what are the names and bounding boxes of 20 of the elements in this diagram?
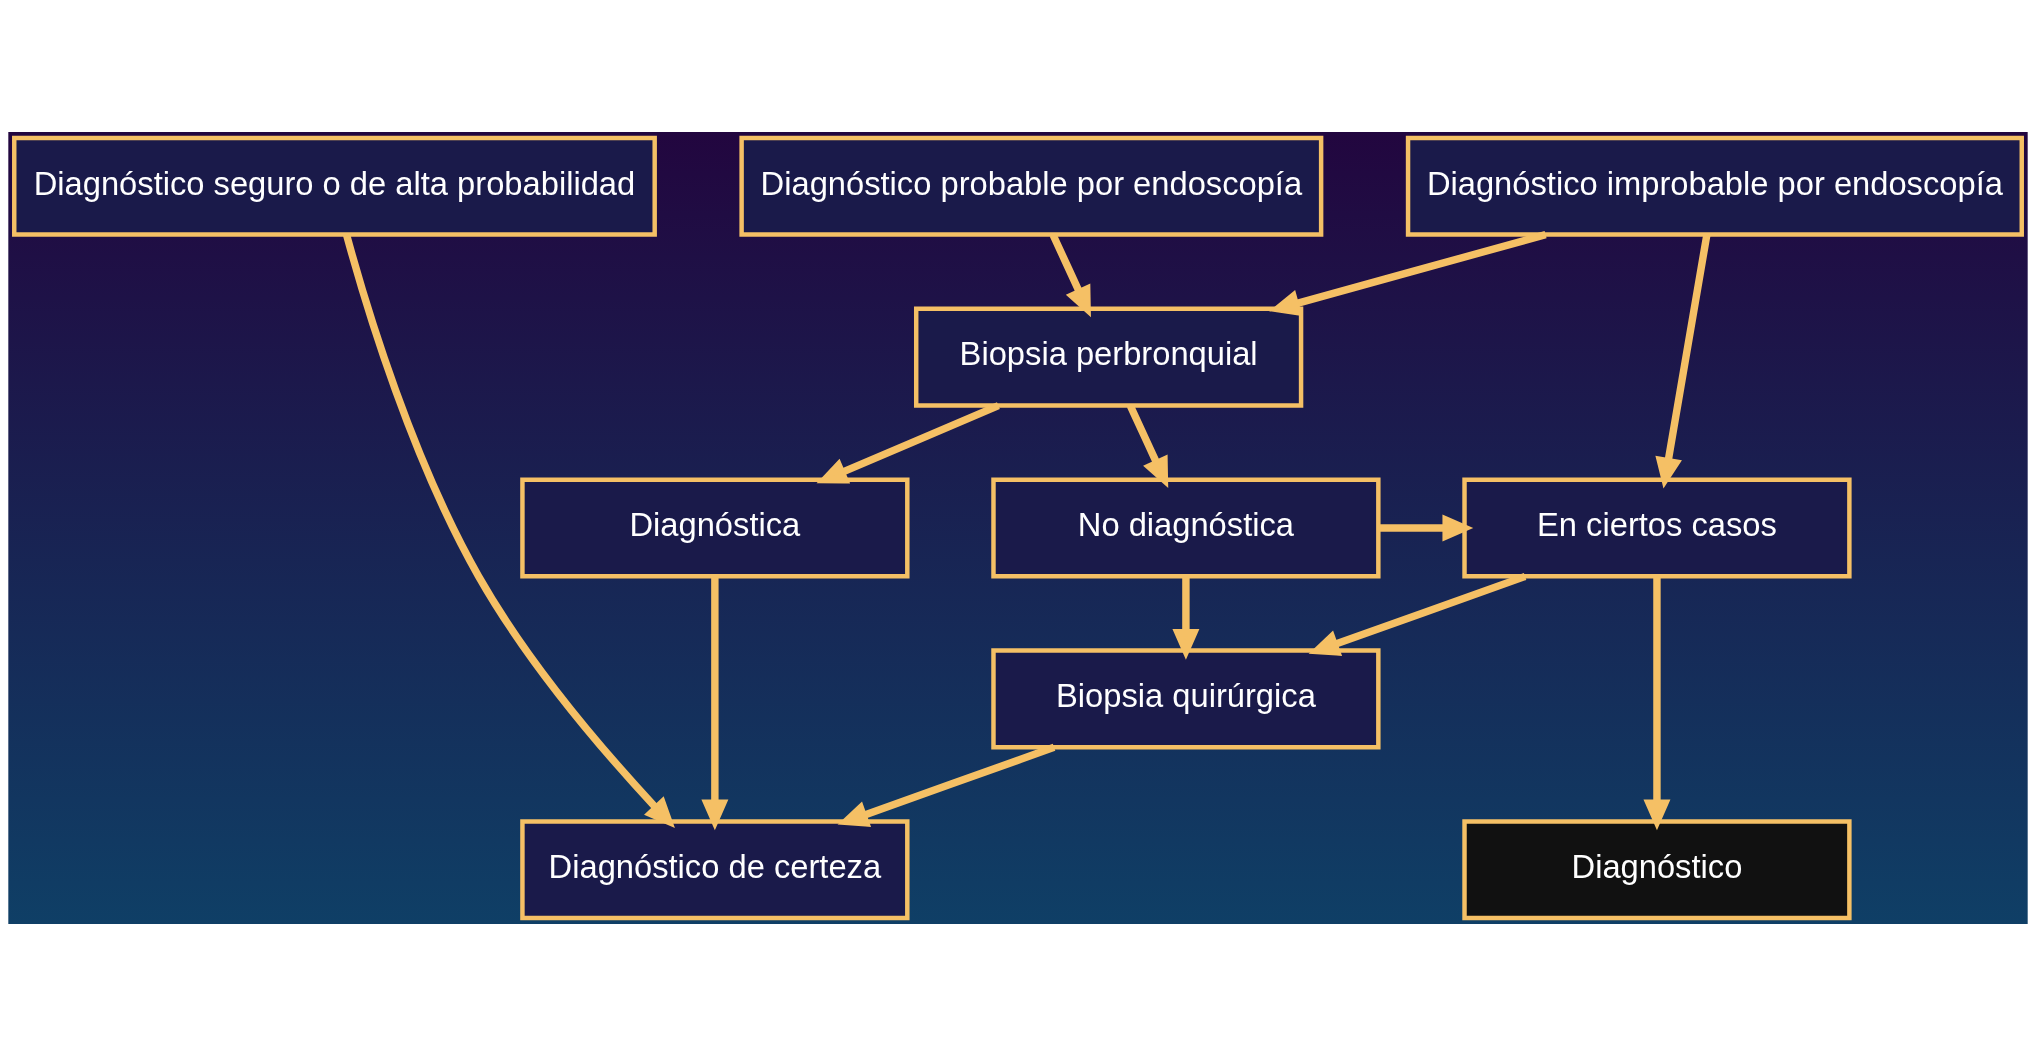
- node-box: Diagnóstica: [520, 476, 910, 578]
- arrow: [1643, 576, 1671, 830]
- node-box: Diagnóstico seguro o de alta probabilidad: [12, 135, 657, 237]
- arrow: [1655, 233, 1711, 488]
- node-box: En ciertos casos: [1462, 476, 1852, 578]
- node-box: Diagnóstico improbable por endoscopía: [1405, 135, 2024, 237]
- arrow: [1308, 572, 1527, 656]
- node-box: Biopsia perbronquial: [914, 306, 1304, 408]
- arrow: [816, 401, 1000, 483]
- arrow: [1378, 514, 1474, 541]
- node-box: Diagnóstico probable por endoscopía: [739, 135, 1324, 237]
- arrow: [701, 576, 729, 830]
- node-box: No diagnóstica: [991, 476, 1381, 578]
- node-box: Diagnóstico: [1462, 818, 1852, 920]
- arrow: [1172, 576, 1200, 660]
- arrow: [1269, 230, 1547, 316]
- arrow: [342, 233, 675, 828]
- node-box: Diagnóstico de certeza: [520, 818, 910, 920]
- arrow: [837, 743, 1056, 827]
- node-box: Biopsia quirúrgica: [991, 647, 1381, 749]
